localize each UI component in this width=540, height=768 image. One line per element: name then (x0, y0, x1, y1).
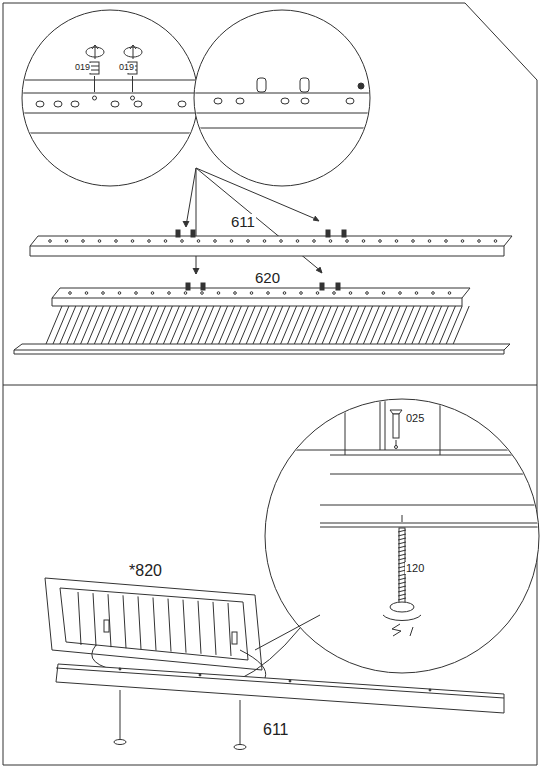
leader-lines (183, 168, 322, 274)
rail-611 (30, 230, 512, 256)
pin-025 (390, 410, 402, 449)
callout-number: 120 (405, 562, 425, 574)
rail-611-lower (56, 664, 504, 750)
leader-to-detail (238, 628, 300, 680)
end-panel-820 (45, 578, 266, 678)
leader-to-detail (255, 615, 320, 650)
callout-number: 025 (405, 412, 425, 424)
callout-number: 019 (118, 63, 135, 73)
callout-number: 019 (74, 63, 91, 73)
detail-circle-bolt (260, 398, 540, 673)
detail-circle-right (190, 10, 375, 186)
callout-number: *820 (128, 562, 163, 580)
side-620 (14, 283, 510, 354)
step-divider (3, 385, 537, 386)
callout-number: 620 (254, 270, 281, 287)
callout-number: 611 (230, 214, 256, 231)
callout-number: 611 (262, 721, 290, 739)
detail-circle-left (20, 10, 200, 186)
dowel-019 (86, 45, 142, 100)
bolt-120 (383, 515, 421, 636)
